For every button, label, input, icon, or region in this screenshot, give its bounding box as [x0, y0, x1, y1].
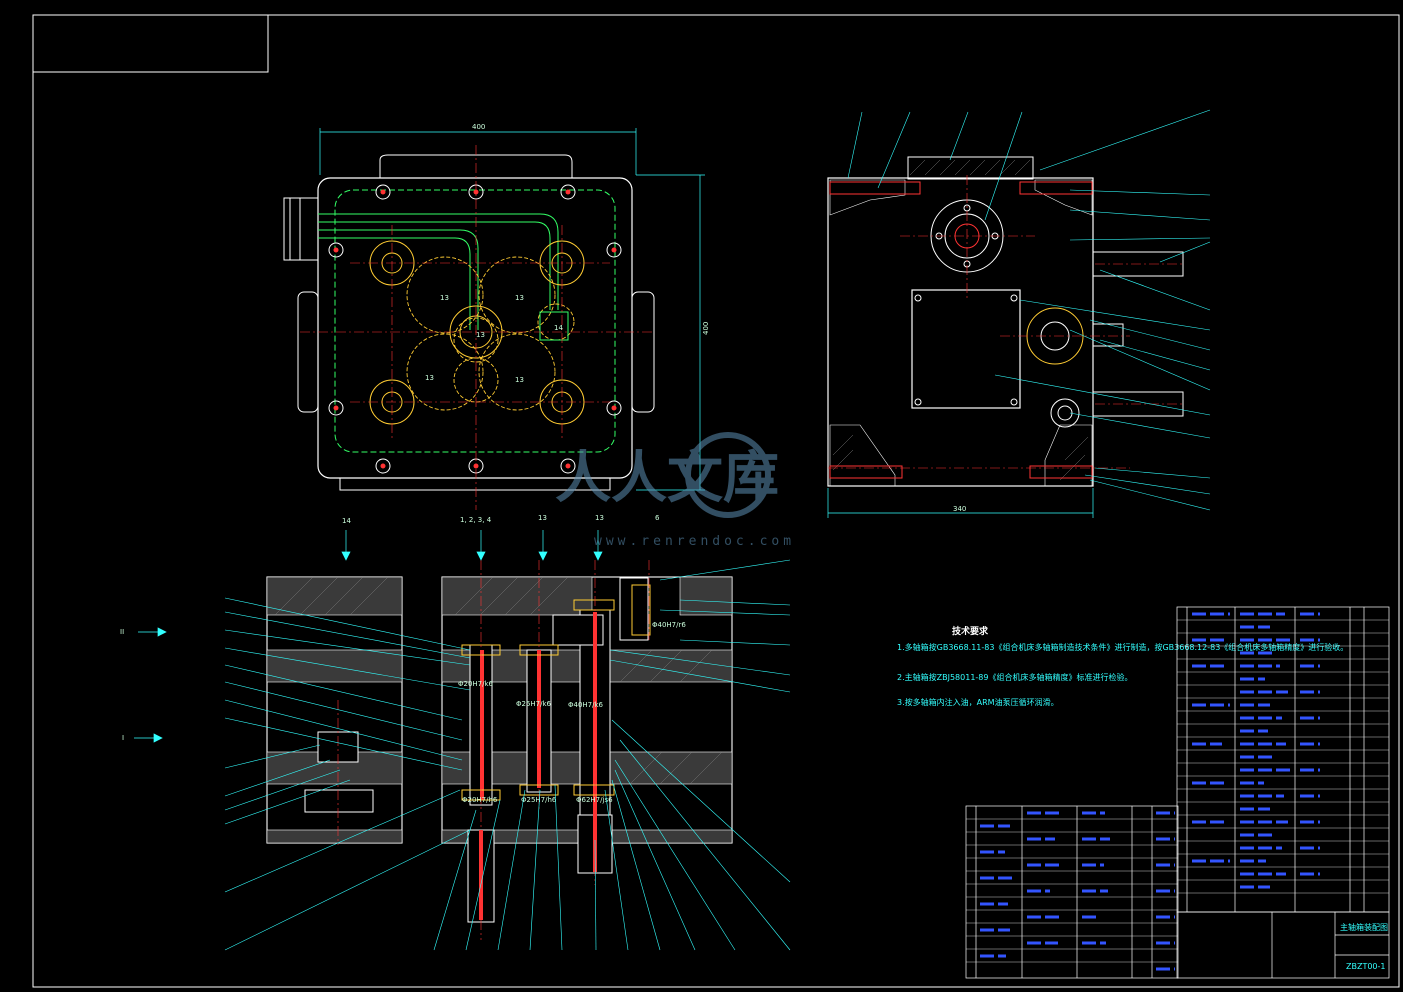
section-marker: 14	[342, 517, 351, 525]
watermark-logo-icon	[685, 432, 771, 518]
tech-req-item: 2.主轴箱按ZBJ58011-89《组合机床多轴箱精度》标准进行检验。	[897, 672, 1132, 682]
fit-label: Φ25H7/k6	[516, 700, 552, 708]
section-marker: 6	[655, 514, 660, 522]
watermark: 人人文库 www.renrendoc.com	[555, 432, 795, 549]
fit-label: Φ25H7/h6	[521, 796, 557, 804]
gear-label: 13	[515, 294, 524, 302]
fit-label: Φ62H7/js6	[576, 796, 613, 804]
gear-label: 14	[554, 324, 563, 332]
section-marker: 13	[595, 514, 604, 522]
section-marker: 1, 2, 3, 4	[460, 516, 492, 524]
tech-req-item: 3.按多轴箱内注入油，ARM油泵压循环润滑。	[897, 697, 1059, 707]
gear-label: 13	[476, 331, 485, 339]
side-width-dim: 340	[953, 505, 966, 513]
parts-list-rows	[966, 619, 1389, 963]
section-arrow-label: I	[122, 734, 124, 742]
section-view: 1, 2, 3, 4 13 13 6 14 II I Φ20H7/k6 Φ25H…	[120, 514, 791, 951]
fit-label: Φ40H7/k6	[568, 701, 604, 709]
top-view: 400 400	[283, 123, 710, 510]
drawing-number: ZBZT00-1	[1346, 962, 1386, 971]
gear-label: 13	[425, 374, 434, 382]
fit-label: Φ20H7/h6	[462, 796, 498, 804]
gear-label: 13	[440, 294, 449, 302]
fit-label: Φ20H7/k6	[458, 680, 494, 688]
parts-list	[965, 606, 1390, 979]
watermark-brand: 人人文库	[555, 446, 779, 511]
tech-req-title: 技术要求	[952, 625, 989, 637]
gear-label: 13	[515, 376, 524, 384]
parts-list-entries	[980, 612, 1320, 971]
top-width-dim: 400	[472, 123, 485, 131]
side-view: 340	[827, 109, 1211, 518]
drawing-frame	[32, 14, 1400, 988]
watermark-url: www.renrendoc.com	[594, 534, 795, 549]
code-box	[32, 14, 269, 73]
fit-label: Φ40H7/r6	[652, 621, 686, 629]
tech-req-item: 1.多轴箱按GB3668.11-83《组合机床多轴箱制造技术条件》进行制造，按G…	[897, 642, 1348, 652]
section-arrow-label: II	[120, 628, 124, 636]
top-height-dim: 400	[702, 322, 710, 335]
technical-requirements: 技术要求 1.多轴箱按GB3668.11-83《组合机床多轴箱制造技术条件》进行…	[897, 625, 1348, 707]
drawing-title: 主轴箱装配图	[1340, 922, 1388, 932]
section-marker: 13	[538, 514, 547, 522]
